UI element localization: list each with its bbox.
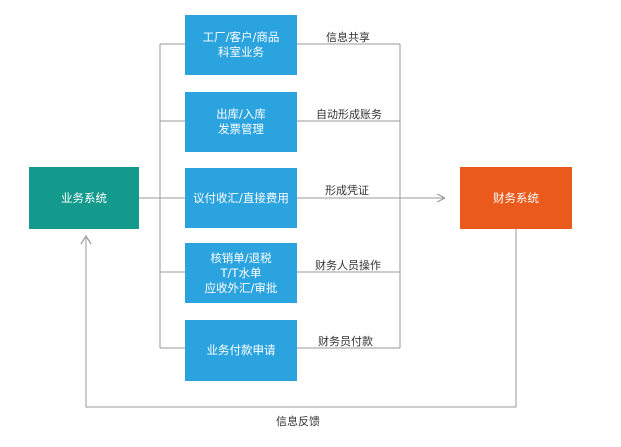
business-system-label: 业务系统 [61,190,107,205]
output-label-voucher: 形成凭证 [325,184,369,197]
process-line: 出库/入库 [216,107,266,121]
process-line: 核销单/退税 [210,250,272,265]
process-line: 发票管理 [218,122,264,136]
finance-system-box: 财务系统 [460,167,572,229]
process-line: 工厂/客户/商品 [202,30,280,44]
process-line: 科室业务 [218,45,264,59]
process-box-payment-request: 业务付款申请 [185,320,297,381]
business-system-box: 业务系统 [29,167,139,229]
process-line: 议付收汇/直接费用 [193,190,289,205]
output-label-auto-accounting: 自动形成账务 [316,108,382,121]
process-box-master-data: 工厂/客户/商品 科室业务 [185,15,297,75]
process-box-inventory-invoice: 出库/入库 发票管理 [185,92,297,152]
output-label-payment: 财务员付款 [318,335,373,348]
output-label-finance-staff: 财务人员操作 [315,259,381,272]
process-line: 应收外汇/审批 [204,280,278,295]
feedback-arrowhead [80,234,92,245]
process-line: 业务付款申请 [206,343,276,357]
process-box-negotiation-expenses: 议付收汇/直接费用 [185,168,297,228]
process-line: T/T水单 [220,265,262,280]
output-label-info-sharing: 信息共享 [326,31,370,44]
process-box-verification-refund: 核销单/退税 T/T水单 应收外汇/审批 [185,243,297,303]
feedback-label: 信息反馈 [276,415,320,428]
finance-system-label: 财务系统 [493,190,539,205]
feedback-loop-line [85,229,517,408]
